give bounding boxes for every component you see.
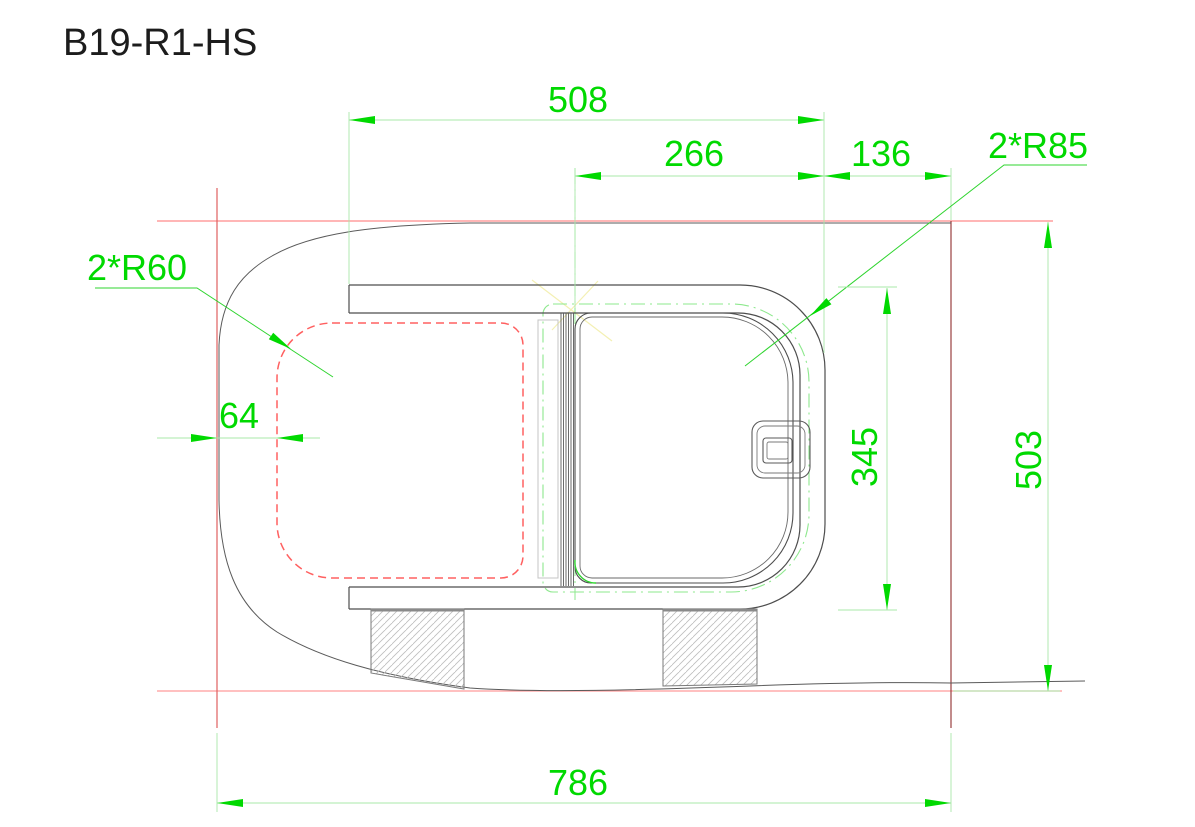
door-panel — [574, 312, 794, 584]
dim-overall-height-label: 503 — [1008, 430, 1049, 490]
frame — [348, 284, 826, 610]
arrowhead — [191, 434, 217, 442]
seal-centerline — [542, 303, 810, 593]
hull-outline — [218, 222, 1086, 692]
arrowhead — [883, 288, 891, 314]
arrowhead — [1044, 665, 1052, 691]
dimension-corner-offset: 136 — [824, 133, 951, 180]
arrowhead — [268, 332, 291, 349]
construction-lines — [157, 188, 1062, 728]
latch-body — [751, 420, 811, 479]
mounting-block-left — [370, 608, 465, 690]
latch-button-inner — [766, 441, 789, 460]
mounting-blocks — [370, 608, 758, 690]
dimension-left-offset: 64 — [157, 395, 320, 442]
arrowhead — [925, 172, 951, 180]
dim-left-offset-label: 64 — [219, 395, 259, 436]
dimension-door-width: 266 — [574, 133, 952, 308]
leader-radius-left: 2*R60 — [87, 247, 334, 378]
arrowhead — [925, 799, 951, 807]
latch-body-inner — [756, 425, 806, 474]
arrowhead — [883, 584, 891, 610]
hinge-backplate — [537, 319, 559, 579]
dimension-opening-height: 345 — [838, 286, 897, 611]
arrowhead — [798, 172, 824, 180]
arrowhead — [810, 298, 832, 316]
latch-button — [762, 437, 793, 464]
arrowhead — [349, 116, 375, 124]
dim-door-width-label: 266 — [664, 133, 724, 174]
arrowhead — [824, 172, 850, 180]
dim-opening-height-label: 345 — [844, 427, 885, 487]
dim-top-width-label: 508 — [548, 79, 608, 120]
dim-corner-offset-label: 136 — [851, 133, 911, 174]
dim-radius-left-label: 2*R60 — [87, 247, 187, 288]
arrowhead — [1044, 222, 1052, 248]
dim-overall-width-label: 786 — [548, 762, 608, 803]
hinge — [537, 313, 574, 586]
arrowhead — [798, 116, 824, 124]
dimension-top-width: 508 — [348, 79, 825, 353]
arrowhead — [217, 799, 243, 807]
frame-inner-edge — [349, 312, 801, 588]
frame-outer-edge — [349, 284, 826, 610]
dim-radius-right-label: 2*R85 — [988, 125, 1088, 166]
mounting-block-right — [662, 608, 758, 687]
door-inner-edge — [579, 316, 789, 579]
dimension-overall-width: 786 — [216, 733, 952, 812]
drawing-title: B19-R1-HS — [63, 22, 257, 64]
cutout-dashed-outline — [276, 322, 524, 579]
leader-radius-right: 2*R85 — [744, 125, 1088, 367]
dimension-overall-height: 503 — [953, 222, 1060, 692]
latch-handle — [751, 420, 811, 479]
arrowhead — [575, 172, 601, 180]
door-corner-highlight — [574, 559, 597, 584]
arrowhead — [277, 434, 303, 442]
door-outer-edge — [574, 312, 794, 584]
